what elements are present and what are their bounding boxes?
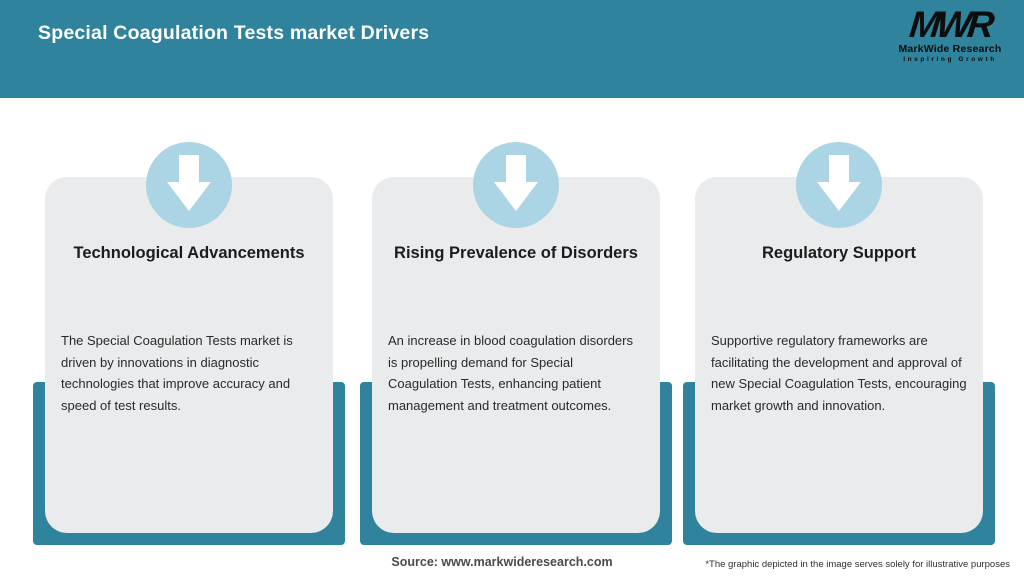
logo-name: MarkWide Research <box>898 43 1002 55</box>
disclaimer-text: *The graphic depicted in the image serve… <box>705 559 1010 570</box>
card-description: An increase in blood coagulation disorde… <box>388 333 633 413</box>
card-title: Regulatory Support <box>761 244 916 262</box>
header-banner: Special Coagulation Tests market Drivers… <box>0 0 1024 98</box>
down-arrow-icon <box>473 142 559 228</box>
card-title: Rising Prevalence of Disorders <box>394 244 638 262</box>
down-arrow-icon <box>146 142 232 228</box>
page-title: Special Coagulation Tests market Drivers <box>38 22 430 44</box>
logo-tagline: Inspiring Growth <box>903 56 997 63</box>
driver-card: Regulatory Support Supportive regulatory… <box>695 177 983 533</box>
card-title: Technological Advancements <box>73 244 305 262</box>
driver-column-regulatory-support: Regulatory Support Supportive regulatory… <box>683 0 995 576</box>
source-text: Source: www.markwideresearch.com <box>391 555 613 569</box>
driver-column-technological-advancements: Technological Advancements The Special C… <box>33 0 345 576</box>
driver-column-rising-prevalence: Rising Prevalence of Disorders An increa… <box>360 0 672 576</box>
card-description: Supportive regulatory frameworks are fac… <box>711 333 967 413</box>
driver-card: Rising Prevalence of Disorders An increa… <box>372 177 660 533</box>
markwide-research-logo: MWR MarkWide Research Inspiring Growth <box>890 4 1010 64</box>
driver-card: Technological Advancements The Special C… <box>45 177 333 533</box>
card-description: The Special Coagulation Tests market is … <box>61 333 293 413</box>
down-arrow-icon <box>796 142 882 228</box>
